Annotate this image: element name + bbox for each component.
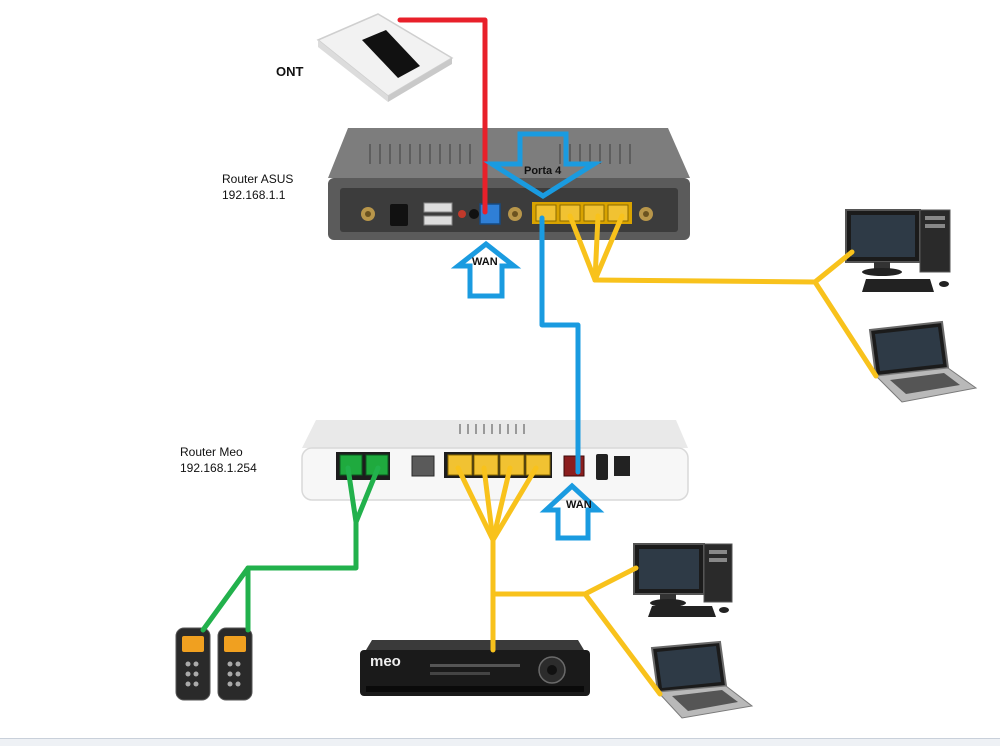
wan-meo-arrow-icon: [539, 482, 605, 541]
router-meo-ip: 192.168.1.254: [180, 461, 257, 475]
phone-cables: [200, 465, 381, 633]
meo-lan-cables: [455, 465, 663, 697]
bottom-bar: [0, 738, 1000, 746]
meo-settop-box: [360, 640, 590, 696]
router-asus: [328, 128, 690, 240]
router-meo: [301, 420, 689, 501]
ont-label: ONT: [276, 64, 304, 79]
cordless-phones: [175, 627, 253, 701]
wan-meo-label: WAN: [566, 499, 592, 511]
wan-asus-arrow-icon: [450, 240, 522, 299]
ont-device: [316, 13, 454, 102]
desktop-pc-top: [845, 209, 951, 292]
uplink-cable: [539, 215, 581, 475]
porta4-arrow-icon: [483, 131, 603, 199]
meo-brand-label: meo: [370, 653, 401, 670]
porta4-label: Porta 4: [524, 165, 562, 177]
wan-asus-label: WAN: [472, 256, 498, 268]
laptop-top: [868, 320, 978, 403]
laptop-bottom: [650, 640, 754, 719]
desktop-pc-bottom: [633, 543, 733, 617]
router-meo-name: Router Meo: [180, 445, 243, 459]
fiber-cable: [397, 17, 488, 215]
asus-lan-cables: [567, 213, 879, 379]
router-asus-name: Router ASUS: [222, 172, 293, 186]
router-asus-ip: 192.168.1.1: [222, 188, 286, 202]
